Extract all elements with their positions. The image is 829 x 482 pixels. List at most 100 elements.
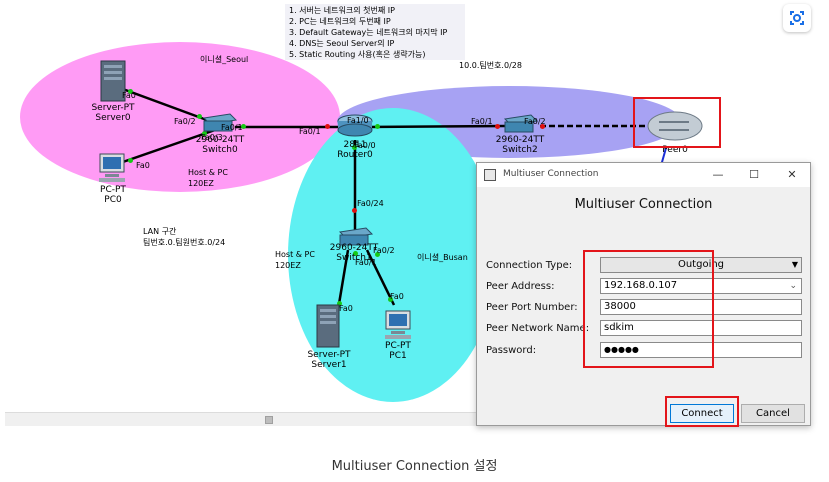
- chevron-down-icon[interactable]: ⌄: [789, 281, 797, 291]
- switch1-model-label: 2960-24TT: [329, 243, 379, 253]
- port-label: Fa0/1: [471, 117, 493, 126]
- cable-router0-switch2: [369, 124, 506, 129]
- peer-network-value: sdkim: [604, 322, 634, 333]
- switch2-model-label: 2960-24TT: [495, 135, 545, 145]
- rule-1: 1. 서버는 네트워크의 첫번째 IP: [289, 6, 395, 15]
- port-label: Fa0: [339, 304, 353, 313]
- port-label: Fa1/0: [347, 116, 369, 125]
- led: [375, 252, 380, 257]
- seoul-zone-note: 이니셜_Seoul: [200, 55, 249, 64]
- wan-network-note: 10.0.팀번호.0/28: [459, 61, 522, 70]
- horizontal-scrollbar[interactable]: [5, 412, 480, 426]
- fields-highlight: [583, 250, 714, 368]
- host-pc-note-bottom: Host & PC: [275, 250, 315, 259]
- lens-icon: [790, 11, 804, 25]
- port-label: Fa0/2: [524, 117, 546, 126]
- peer-network-input[interactable]: sdkim: [600, 320, 802, 336]
- server1-model-label: Server-PT: [307, 350, 351, 360]
- dialog-window-title: Multiuser Connection: [503, 169, 599, 179]
- led: [337, 301, 342, 306]
- switch2-name-label: Switch2: [502, 145, 538, 155]
- port-label: Fa0: [136, 161, 150, 170]
- port-label: Fa0/24: [357, 199, 384, 208]
- switch1-icon[interactable]: [336, 227, 374, 249]
- server1-icon[interactable]: [316, 304, 340, 348]
- cable-pc0-switch0: [119, 128, 216, 165]
- switch0-icon[interactable]: [200, 113, 238, 133]
- port-label: Fa0/3: [201, 133, 223, 142]
- lan-title-note: LAN 구간: [143, 227, 177, 236]
- dialog-titlebar[interactable]: Multiuser Connection — ☐ ✕: [477, 163, 810, 187]
- minimize-button[interactable]: —: [712, 168, 724, 181]
- pc1-icon[interactable]: [383, 309, 413, 341]
- busan-zone: [288, 108, 498, 402]
- connection-type-select[interactable]: Outgoing ▼: [600, 257, 802, 273]
- close-button[interactable]: ✕: [787, 168, 797, 181]
- router0-model-label: 2811: [343, 140, 367, 150]
- rules-note: 1. 서버는 네트워크의 첫번째 IP 2. PC는 네트워크의 두번째 IP …: [285, 4, 465, 60]
- peer-network-label: Peer Network Name:: [486, 323, 590, 334]
- host-pc-note-left: Host & PC: [188, 168, 228, 177]
- cloud-name-label: Peer0: [662, 145, 688, 155]
- switch1-name-label: Switch1: [336, 253, 372, 263]
- connection-type-value: Outgoing: [677, 259, 725, 270]
- password-value: ●●●●●: [604, 345, 639, 354]
- peer-port-label: Peer Port Number:: [486, 302, 578, 313]
- cancel-button[interactable]: Cancel: [741, 404, 805, 423]
- rule-3: 3. Default Gateway는 네트워크의 마지막 IP: [289, 28, 448, 37]
- rule-4: 4. DNS는 Seoul Server의 IP: [289, 39, 395, 48]
- peer-address-label: Peer Address:: [486, 281, 555, 292]
- peer-port-value: 38000: [604, 301, 636, 312]
- figure-caption: Multiuser Connection 설정: [331, 459, 498, 474]
- pc1-name-label: PC1: [389, 351, 407, 361]
- server0-model-label: Server-PT: [91, 103, 135, 113]
- router0-icon[interactable]: [336, 113, 374, 137]
- port-label: Fa0/1: [355, 258, 377, 267]
- led: [375, 124, 380, 129]
- dialog-heading: Multiuser Connection: [574, 197, 713, 212]
- multiuser-connection-dialog: Multiuser Connection — ☐ ✕ Multiuser Con…: [476, 162, 811, 426]
- app-icon: [484, 169, 496, 181]
- seoul-zone: [20, 42, 340, 192]
- server1-name-label: Server1: [311, 360, 347, 370]
- port-label: Fa0/2: [174, 117, 196, 126]
- port-label: Fa0/1: [299, 127, 321, 136]
- cable-switch1-pc1: [365, 249, 396, 306]
- password-label: Password:: [486, 345, 537, 356]
- led: [241, 124, 246, 129]
- led: [388, 297, 393, 302]
- port-label: Fa0/1: [221, 123, 243, 132]
- busan-zone-note: 이니셜_Busan: [417, 253, 468, 262]
- led: [352, 145, 357, 150]
- switch2-icon[interactable]: [501, 114, 539, 134]
- led: [128, 158, 133, 163]
- peer-address-value: 192.168.0.107: [604, 280, 678, 291]
- lan-network-note: 팀번호.0.팀원번호.0/24: [143, 238, 226, 247]
- dropdown-arrow-icon: ▼: [791, 260, 798, 269]
- server0-icon[interactable]: [100, 60, 126, 102]
- port-label: Fa0: [122, 91, 136, 100]
- rule-5: 5. Static Routing 사용(혹은 생략가능): [289, 50, 426, 59]
- pc0-icon[interactable]: [97, 152, 127, 184]
- password-input[interactable]: ●●●●●: [600, 342, 802, 358]
- cloud-icon[interactable]: [645, 106, 705, 146]
- maximize-button[interactable]: ☐: [749, 168, 759, 181]
- led: [540, 124, 545, 129]
- pc0-name-label: PC0: [104, 195, 122, 205]
- connect-button[interactable]: Connect: [670, 404, 734, 423]
- router0-name-label: Router0: [337, 150, 373, 160]
- peer-address-input[interactable]: 192.168.0.107 ⌄: [600, 278, 802, 294]
- lens-search-button[interactable]: [783, 4, 811, 32]
- led: [197, 114, 202, 119]
- connect-highlight: [665, 396, 739, 427]
- peer-port-input[interactable]: 38000: [600, 299, 802, 315]
- connection-type-label: Connection Type:: [486, 260, 573, 271]
- led: [495, 124, 500, 129]
- server0-name-label: Server0: [95, 113, 131, 123]
- pc1-model-label: PC-PT: [385, 341, 411, 351]
- led: [353, 251, 358, 256]
- port-label: Fa0/2: [373, 246, 395, 255]
- port-label: Fa0: [390, 292, 404, 301]
- scrollbar-thumb[interactable]: [265, 416, 273, 424]
